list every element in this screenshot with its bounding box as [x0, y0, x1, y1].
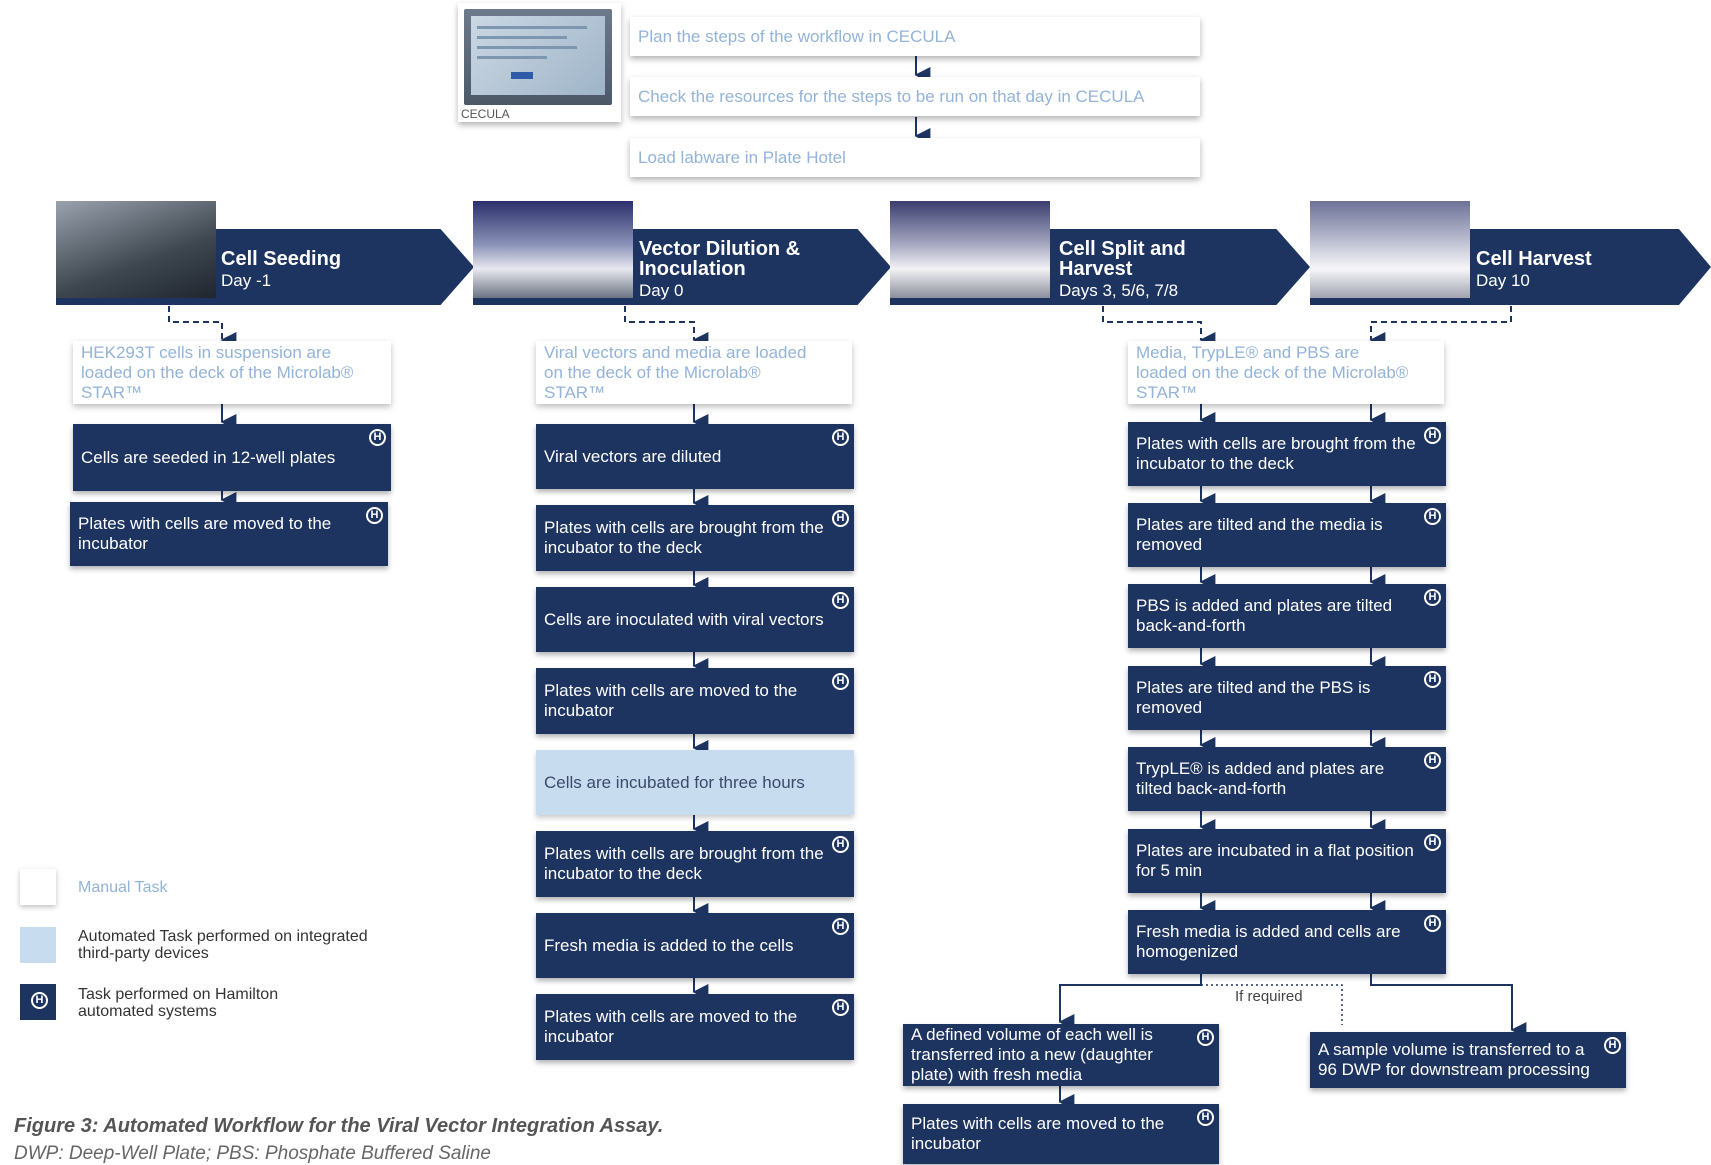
manual-task-seeding: HEK293T cells in suspension are loaded o… [73, 341, 391, 404]
task-label: Plates with cells are brought from the i… [544, 518, 824, 557]
hamilton-logo-icon: H [1424, 589, 1441, 606]
cecula-photo: CECULA [458, 3, 621, 122]
task-box: A defined volume of each well is transfe… [903, 1024, 1219, 1086]
task-label: Plates with cells are moved to the incub… [544, 681, 798, 720]
task-box: Plates are tilted and the media is remov… [1128, 503, 1446, 567]
hamilton-logo-icon: H [832, 918, 849, 935]
cecula-caption: CECULA [461, 107, 510, 121]
phase-photo-inoculation [473, 201, 633, 298]
task-label: Plates are tilted and the PBS is removed [1136, 678, 1371, 717]
task-box: TrypLE® is added and plates are tilted b… [1128, 747, 1446, 811]
hamilton-logo-icon: H [832, 592, 849, 609]
task-box: Cells are seeded in 12-well plates H [73, 424, 391, 491]
figure-title: Figure 3: Automated Workflow for the Vir… [14, 1115, 664, 1137]
hamilton-logo-icon: H [1424, 834, 1441, 851]
manual-task-split: Media, TrypLE® and PBS are loaded on the… [1128, 341, 1444, 404]
hamilton-logo-icon: H [832, 510, 849, 527]
phase-photo-harvest [1310, 201, 1470, 298]
task-box: Fresh media is added and cells are homog… [1128, 910, 1446, 974]
hamilton-logo-icon: H [832, 836, 849, 853]
figure-note: DWP: Deep-Well Plate; PBS: Phosphate Buf… [14, 1143, 492, 1164]
task-box: A sample volume is transferred to a 96 D… [1310, 1032, 1626, 1088]
task-label: Plates with cells are moved to the incub… [544, 1007, 798, 1046]
phase-title: Cell Seeding [221, 248, 342, 270]
hamilton-logo-icon: H [1604, 1037, 1621, 1054]
task-box: Plates are tilted and the PBS is removed… [1128, 666, 1446, 730]
hamilton-logo-icon: H [832, 999, 849, 1016]
hamilton-logo-icon: H [1197, 1109, 1214, 1126]
task-box: Plates with cells are moved to the incub… [536, 994, 854, 1060]
task-label: A defined volume of each well is transfe… [911, 1025, 1153, 1084]
task-label: Viral vectors are diluted [544, 446, 722, 466]
hamilton-logo-icon: H [366, 507, 383, 524]
phase-label-harvest: Cell Harvest Day 10 [1476, 249, 1592, 291]
task-label: Fresh media is added to the cells [544, 935, 794, 955]
task-label: A sample volume is transferred to a 96 D… [1318, 1040, 1590, 1079]
cecula-step-load: Load labware in Plate Hotel [630, 138, 1200, 177]
branch-label-if-required: If required [1235, 988, 1303, 1005]
third-party-task-incubation: Cells are incubated for three hours [536, 750, 854, 815]
phase-photo-split [890, 201, 1050, 298]
phase-day: Day -1 [221, 271, 272, 290]
task-label: Plates are incubated in a flat position … [1136, 841, 1414, 880]
task-label: Cells are inoculated with viral vectors [544, 609, 824, 629]
hamilton-logo-icon: H [1424, 671, 1441, 688]
legend-label-manual: Manual Task [78, 879, 168, 896]
task-box: PBS is added and plates are tilted back-… [1128, 584, 1446, 648]
task-box: Plates with cells are moved to the incub… [70, 502, 388, 566]
task-box: Plates with cells are brought from the i… [536, 831, 854, 897]
phase-label-inoculation: Vector Dilution & Inoculation Day 0 [639, 239, 819, 301]
legend-swatch-hamilton: H [20, 984, 56, 1020]
task-box: Plates with cells are brought from the i… [1128, 422, 1446, 486]
task-box: Plates with cells are moved to the incub… [903, 1104, 1219, 1164]
hamilton-logo-icon: H [832, 429, 849, 446]
phase-title: Cell Split and Harvest [1059, 238, 1186, 280]
legend-label-third-party: Automated Task performed on integrated t… [78, 928, 368, 962]
task-label: Cells are incubated for three hours [544, 772, 805, 792]
phase-day: Day 0 [639, 281, 684, 300]
monitor-image [464, 9, 612, 105]
hamilton-logo-icon: H [31, 992, 48, 1009]
task-label: Cells are seeded in 12-well plates [81, 447, 336, 467]
cecula-screen [471, 16, 605, 95]
phase-day: Days 3, 5/6, 7/8 [1059, 281, 1179, 300]
hamilton-logo-icon: H [369, 429, 386, 446]
phase-title: Cell Harvest [1476, 248, 1592, 270]
hamilton-logo-icon: H [1197, 1029, 1214, 1046]
task-label: Fresh media is added and cells are homog… [1136, 922, 1401, 961]
cecula-step-plan: Plan the steps of the workflow in CECULA [630, 17, 1200, 56]
task-box: Viral vectors are diluted H [536, 424, 854, 489]
hamilton-logo-icon: H [1424, 752, 1441, 769]
manual-task-inoculation: Viral vectors and media are loaded on th… [536, 341, 852, 404]
task-box: Cells are inoculated with viral vectors … [536, 587, 854, 652]
task-box: Plates are incubated in a flat position … [1128, 829, 1446, 893]
cecula-step-check: Check the resources for the steps to be … [630, 77, 1200, 116]
legend-swatch-manual [20, 869, 56, 905]
task-box: Fresh media is added to the cells H [536, 913, 854, 978]
task-box: Plates with cells are moved to the incub… [536, 668, 854, 734]
task-label: Plates with cells are moved to the incub… [78, 514, 332, 553]
phase-photo-seeding [56, 201, 216, 298]
hamilton-logo-icon: H [1424, 508, 1441, 525]
hamilton-logo-icon: H [1424, 427, 1441, 444]
hamilton-logo-icon: H [1424, 915, 1441, 932]
task-label: Plates with cells are brought from the i… [1136, 434, 1416, 473]
hamilton-logo-icon: H [832, 673, 849, 690]
task-label: TrypLE® is added and plates are tilted b… [1136, 759, 1385, 798]
task-label: Plates with cells are brought from the i… [544, 844, 824, 883]
phase-label-seeding: Cell Seeding Day -1 [221, 249, 341, 291]
legend-swatch-third-party [20, 927, 56, 963]
phase-title: Vector Dilution & Inoculation [639, 238, 801, 280]
task-label: PBS is added and plates are tilted back-… [1136, 596, 1393, 635]
legend-label-hamilton: Task performed on Hamilton automated sys… [78, 986, 279, 1020]
phase-day: Day 10 [1476, 271, 1530, 290]
task-label: Plates are tilted and the media is remov… [1136, 515, 1383, 554]
task-box: Plates with cells are brought from the i… [536, 505, 854, 571]
task-label: Plates with cells are moved to the incub… [911, 1114, 1165, 1153]
phase-label-split: Cell Split and Harvest Days 3, 5/6, 7/8 [1059, 239, 1209, 301]
